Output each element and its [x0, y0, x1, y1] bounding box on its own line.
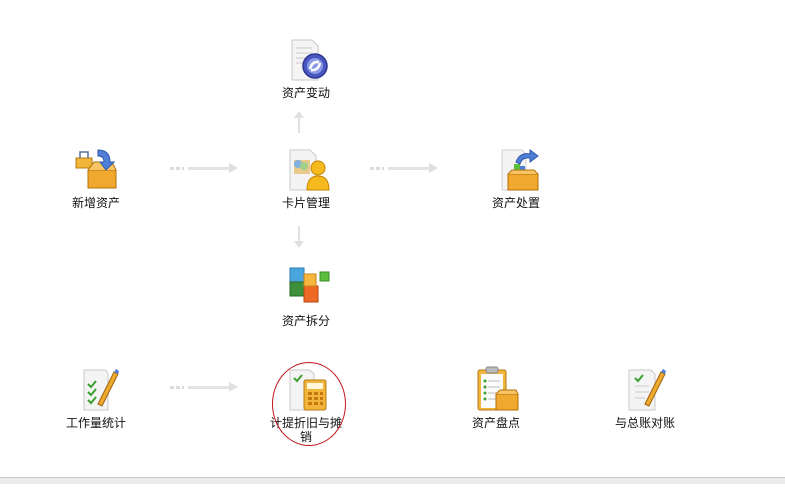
node-label: 资产拆分 [281, 314, 330, 328]
box-add-icon [72, 146, 120, 194]
arrow-card-to-split [294, 226, 304, 248]
node-label: 工作量统计 [65, 416, 126, 430]
blocks-split-icon [282, 264, 330, 312]
bottom-divider [0, 477, 785, 478]
node-label: 计提折旧与摊销 [270, 416, 343, 444]
node-label: 资产盘点 [471, 416, 520, 430]
document-refresh-icon [282, 36, 330, 84]
node-asset-change[interactable]: 资产变动 [261, 36, 351, 100]
node-asset-inventory[interactable]: 资产盘点 [451, 366, 541, 430]
card-user-icon [282, 146, 330, 194]
node-new-asset[interactable]: 新增资产 [51, 146, 141, 210]
node-label: 新增资产 [71, 196, 120, 210]
node-asset-split[interactable]: 资产拆分 [261, 264, 351, 328]
arrow-card-to-disposal [370, 163, 438, 174]
arrow-card-to-change [294, 111, 304, 133]
node-card-management[interactable]: 卡片管理 [261, 146, 351, 210]
arrow-new-to-card [170, 163, 238, 174]
box-export-icon [492, 146, 540, 194]
node-label: 资产变动 [281, 86, 330, 100]
node-ledger-reconcile[interactable]: 与总账对账 [600, 366, 690, 430]
node-label: 卡片管理 [281, 196, 330, 210]
node-label: 资产处置 [491, 196, 540, 210]
bottom-scroll-strip [0, 478, 785, 484]
node-depreciation[interactable]: 计提折旧与摊销 [261, 366, 351, 444]
checklist-pen-icon [621, 366, 669, 414]
node-label: 与总账对账 [614, 416, 675, 430]
node-asset-disposal[interactable]: 资产处置 [471, 146, 561, 210]
checklist-pen-icon [72, 366, 120, 414]
arrow-workload-to-depreciation [170, 382, 238, 393]
clipboard-box-icon [472, 366, 520, 414]
document-calculator-icon [282, 366, 330, 414]
node-workload-stats[interactable]: 工作量统计 [51, 366, 141, 430]
